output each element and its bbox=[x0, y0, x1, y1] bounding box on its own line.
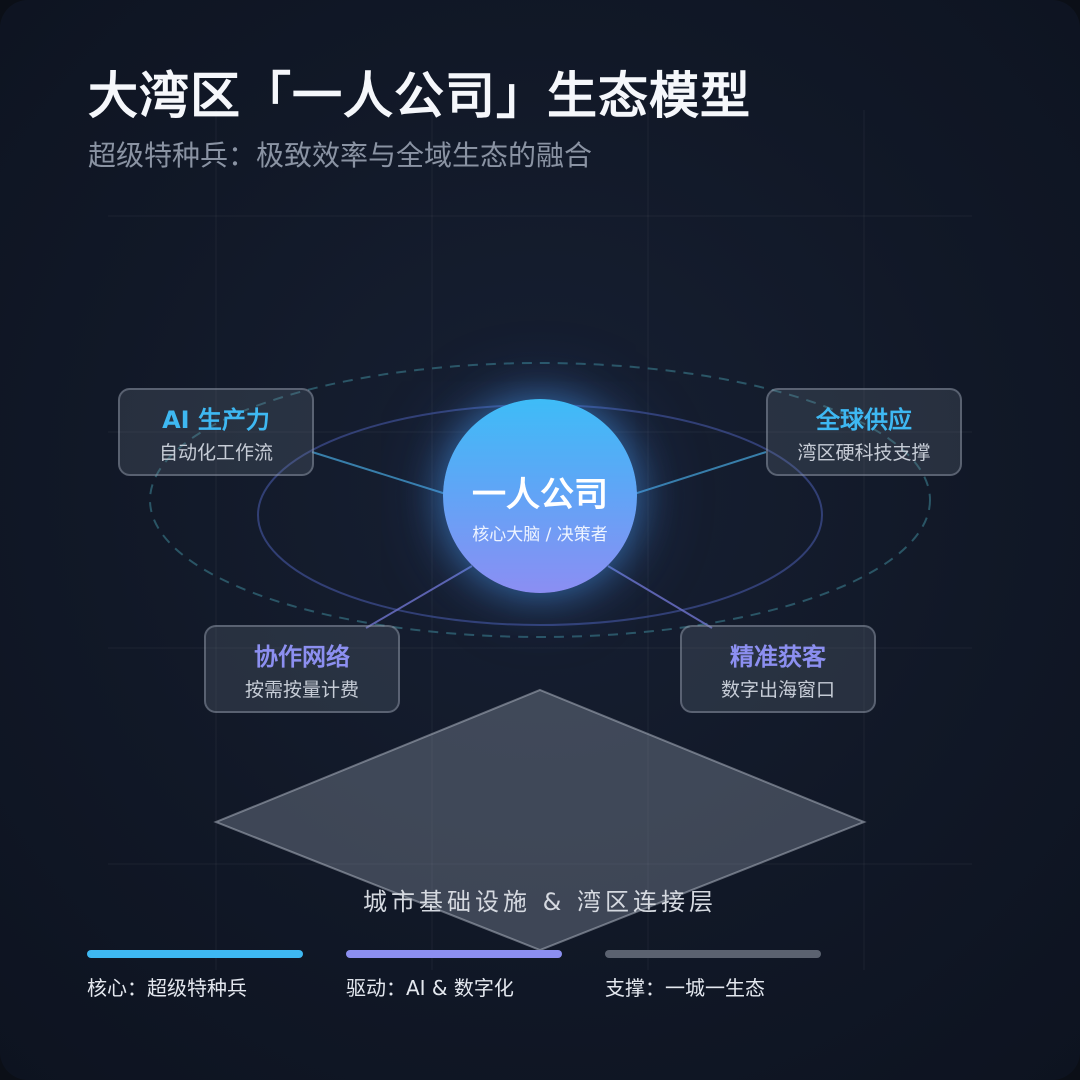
connector-acquisition bbox=[607, 565, 713, 629]
node-title: AI 生产力 bbox=[162, 406, 270, 434]
node-ai-productivity: AI 生产力 自动化工作流 bbox=[118, 388, 314, 476]
page-subtitle: 超级特种兵：极致效率与全域生态的融合 bbox=[88, 139, 593, 172]
base-layer-label: 城市基础设施 & 湾区连接层 bbox=[363, 888, 717, 916]
connector-ai bbox=[311, 451, 447, 495]
node-precise-acquisition: 精准获客 数字出海窗口 bbox=[680, 625, 876, 713]
page-title: 大湾区「一人公司」生态模型 bbox=[88, 66, 751, 125]
legend-label-core: 核心：超级特种兵 bbox=[87, 976, 247, 1000]
center-hub: 一人公司 核心大脑 / 决策者 bbox=[443, 399, 637, 593]
node-title: 协作网络 bbox=[254, 643, 350, 671]
center-title: 一人公司 bbox=[472, 475, 608, 515]
legend-label-support: 支撑：一城一生态 bbox=[605, 976, 765, 1000]
legend-bar-support bbox=[605, 950, 821, 958]
node-subtitle: 湾区硬科技支撑 bbox=[797, 442, 931, 464]
node-title: 全球供应 bbox=[816, 406, 912, 434]
connector-supply bbox=[633, 451, 767, 495]
node-global-supply: 全球供应 湾区硬科技支撑 bbox=[766, 388, 962, 476]
node-subtitle: 按需按量计费 bbox=[244, 679, 359, 701]
legend-label-driver: 驱动：AI & 数字化 bbox=[346, 976, 514, 1000]
legend-bar-driver bbox=[346, 950, 562, 958]
node-collaboration-network: 协作网络 按需按量计费 bbox=[204, 625, 400, 713]
node-title: 精准获客 bbox=[730, 643, 826, 671]
legend-bar-core bbox=[87, 950, 303, 958]
center-subtitle: 核心大脑 / 决策者 bbox=[472, 525, 608, 545]
connector-network bbox=[365, 565, 473, 629]
node-subtitle: 自动化工作流 bbox=[158, 442, 273, 464]
outer-orbit bbox=[149, 362, 931, 638]
node-subtitle: 数字出海窗口 bbox=[720, 679, 835, 701]
